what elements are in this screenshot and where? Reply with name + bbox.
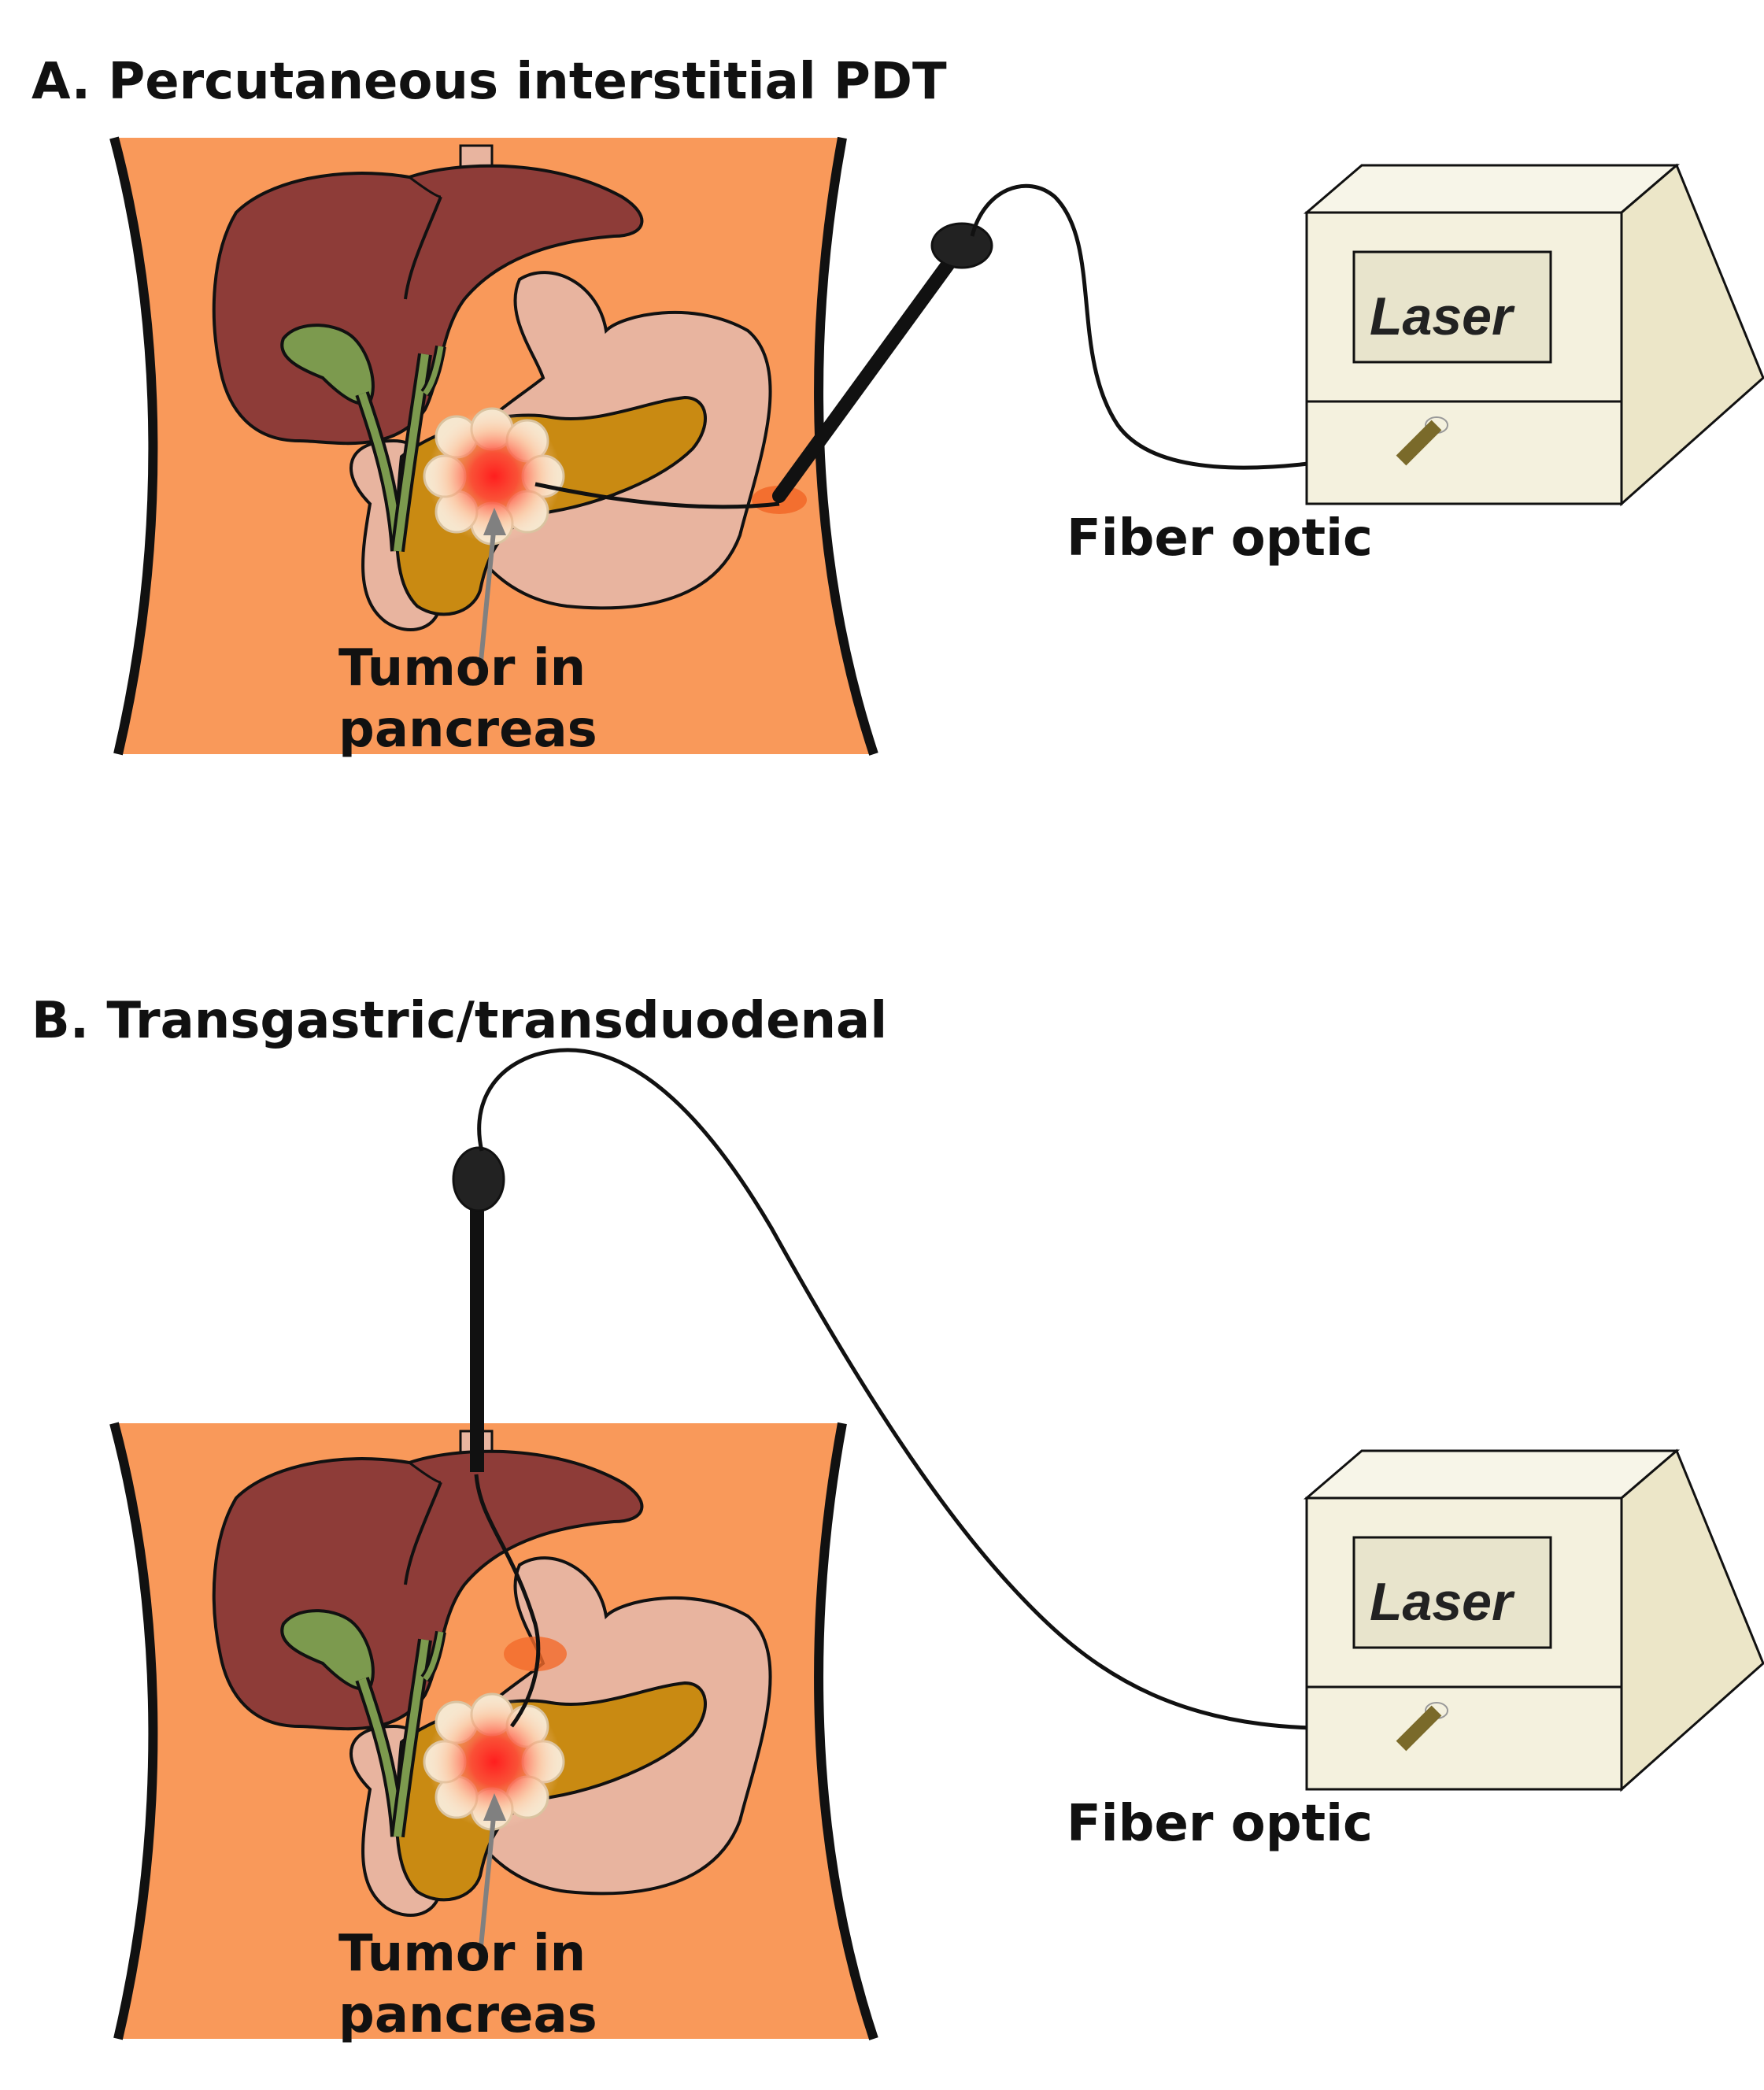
laser-label-a: Laser <box>1370 287 1515 346</box>
probe-handle-a <box>930 222 993 269</box>
tumor-label-b-line2: pancreas <box>338 1986 597 2044</box>
fiber-label-a: Fiber optic <box>1067 509 1373 568</box>
panel-a-title: A. Percutaneous interstitial PDT <box>31 53 947 111</box>
fiber-label-b: Fiber optic <box>1067 1795 1373 1853</box>
probe-a <box>772 257 956 503</box>
panel-b: B. Transgastric/transduodenal Tumor in p… <box>31 992 1764 2044</box>
tumor-arrow-b <box>478 1808 497 1955</box>
laser-device-a: Laser <box>1305 164 1764 505</box>
fiber-cable-a <box>970 183 1418 470</box>
panel-b-title: B. Transgastric/transduodenal <box>31 992 887 1050</box>
tumor-arrow-a <box>478 523 497 670</box>
endoscope-handle-b <box>452 1146 505 1212</box>
tumor-label-b-line1: Tumor in <box>338 1925 586 1983</box>
laser-label-b: Laser <box>1370 1572 1515 1632</box>
fiber-cable-b <box>477 1048 1410 1730</box>
panel-a: A. Percutaneous interstitial PDT Tumor i… <box>31 53 1764 759</box>
laser-device-b: Laser <box>1305 1449 1764 1791</box>
tumor-label-a-line1: Tumor in <box>338 639 586 697</box>
tumor-label-a-line2: pancreas <box>338 701 597 759</box>
